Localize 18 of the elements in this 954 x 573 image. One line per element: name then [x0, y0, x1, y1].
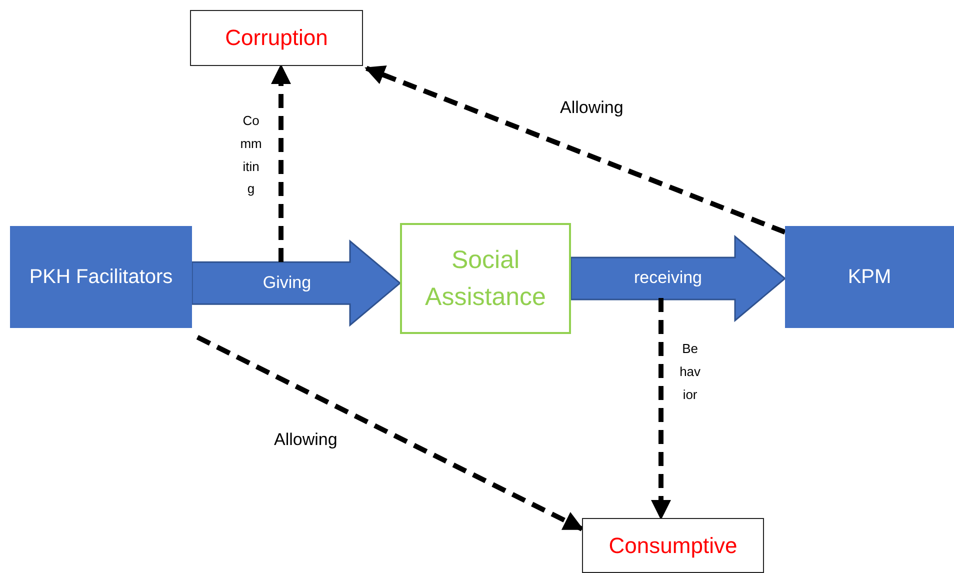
actor-box [785, 226, 954, 328]
node-label: PKH Facilitators [28, 264, 174, 290]
node-label: Consumptive [608, 532, 738, 560]
block-arrow [570, 234, 786, 322]
node-label: KPM [846, 264, 892, 290]
actor-box [10, 226, 192, 328]
dashed-arrow [651, 298, 671, 520]
program-box [400, 223, 571, 334]
node-label: Social Assistance [424, 245, 547, 312]
outcome-box [190, 10, 363, 66]
node-label: Corruption [224, 24, 329, 52]
dashed-arrow [271, 64, 291, 262]
dashed-arrow [196, 334, 584, 532]
outcome-box [582, 518, 764, 573]
dashed-arrow [364, 66, 786, 234]
edge-label: Giving [262, 273, 312, 293]
edge-label: receiving [634, 268, 702, 288]
block-arrow [191, 240, 402, 327]
